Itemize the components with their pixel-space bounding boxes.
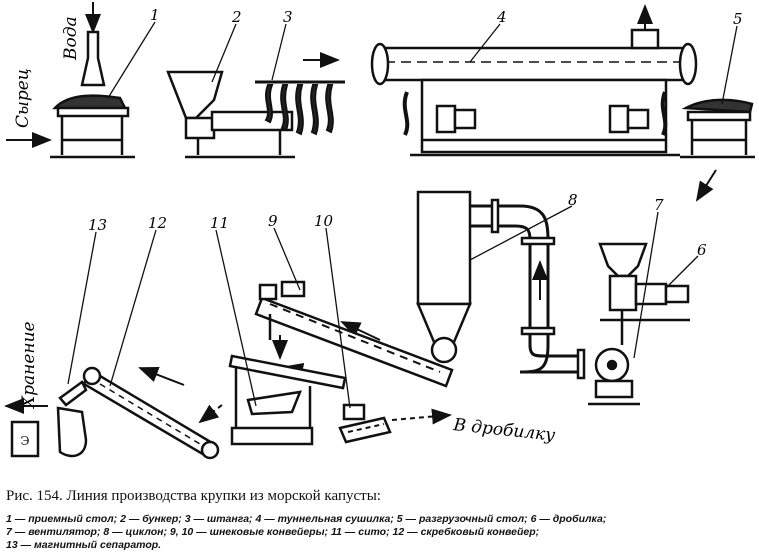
magnetic-separator: Э <box>10 380 88 458</box>
legend-item: 8 — циклон; <box>103 526 167 538</box>
num-8: 8 <box>568 191 578 209</box>
legend-item: 4 — туннельная сушилка; <box>255 513 394 525</box>
production-line-diagram: Вода Сырец Хранение В дробилку <box>4 2 755 460</box>
svg-text:Э: Э <box>20 434 29 448</box>
item-numbers: 1 2 3 4 5 6 7 8 9 10 11 12 13 <box>88 6 743 259</box>
legend-item: 2 — бункер; <box>120 513 182 525</box>
legend-item: 12 — скребковый конвейер; <box>392 526 540 538</box>
num-10: 10 <box>314 212 334 230</box>
screw-conveyor-9 <box>254 280 454 388</box>
num-1: 1 <box>150 6 160 24</box>
sieve <box>228 354 347 446</box>
figure-caption: Рис. 154. Линия производства крупки из м… <box>6 488 381 504</box>
to-crusher-arrow <box>391 408 452 425</box>
water-label: Вода <box>61 16 81 61</box>
legend-item: 3 — штанга; <box>184 513 253 525</box>
legend-item: 9, 10 — шнековые конвейеры; <box>169 526 329 538</box>
num-7: 7 <box>654 196 664 214</box>
flow-arrows <box>4 2 717 425</box>
unloading-table <box>680 98 755 159</box>
legend-item: 13 — магнитный сепаратор. <box>6 539 162 551</box>
fan <box>588 347 640 406</box>
receiving-table <box>50 30 135 159</box>
num-5: 5 <box>733 10 743 28</box>
legend-item: 6 — дробилка; <box>530 513 607 525</box>
to-crusher-label: В дробилку <box>451 415 556 446</box>
num-9: 9 <box>268 212 278 230</box>
num-13: 13 <box>88 216 107 234</box>
num-12: 12 <box>148 214 167 232</box>
num-6: 6 <box>697 241 707 259</box>
num-3: 3 <box>283 8 293 26</box>
to-scraper-arrow <box>198 404 223 424</box>
unload-arrow <box>695 169 717 202</box>
num-11: 11 <box>210 214 229 232</box>
screw-return-arrow <box>340 321 381 341</box>
tunnel-dryer <box>370 28 698 157</box>
scraper-arrow <box>138 367 185 386</box>
legend-item: 1 — приемный стол; <box>6 513 118 525</box>
legend-item: 7 — вентилятор; <box>6 526 101 538</box>
figure-legend: 1 — приемный стол; 2 — бункер; 3 — штанг… <box>6 513 754 552</box>
cyclone <box>416 190 586 380</box>
storage-label: Хранение <box>19 321 39 410</box>
legend-item: 5 — разгрузочный стол; <box>396 513 528 525</box>
leader-lines <box>67 21 738 409</box>
legend-item: 11 — сито; <box>330 526 390 538</box>
scraper-conveyor <box>82 366 220 460</box>
num-4: 4 <box>496 8 507 26</box>
bunker <box>166 70 295 159</box>
num-2: 2 <box>231 8 242 26</box>
screw-conveyor-10 <box>338 403 392 444</box>
raw-label: Сырец <box>13 68 33 128</box>
bars-with-kelp <box>255 80 345 136</box>
